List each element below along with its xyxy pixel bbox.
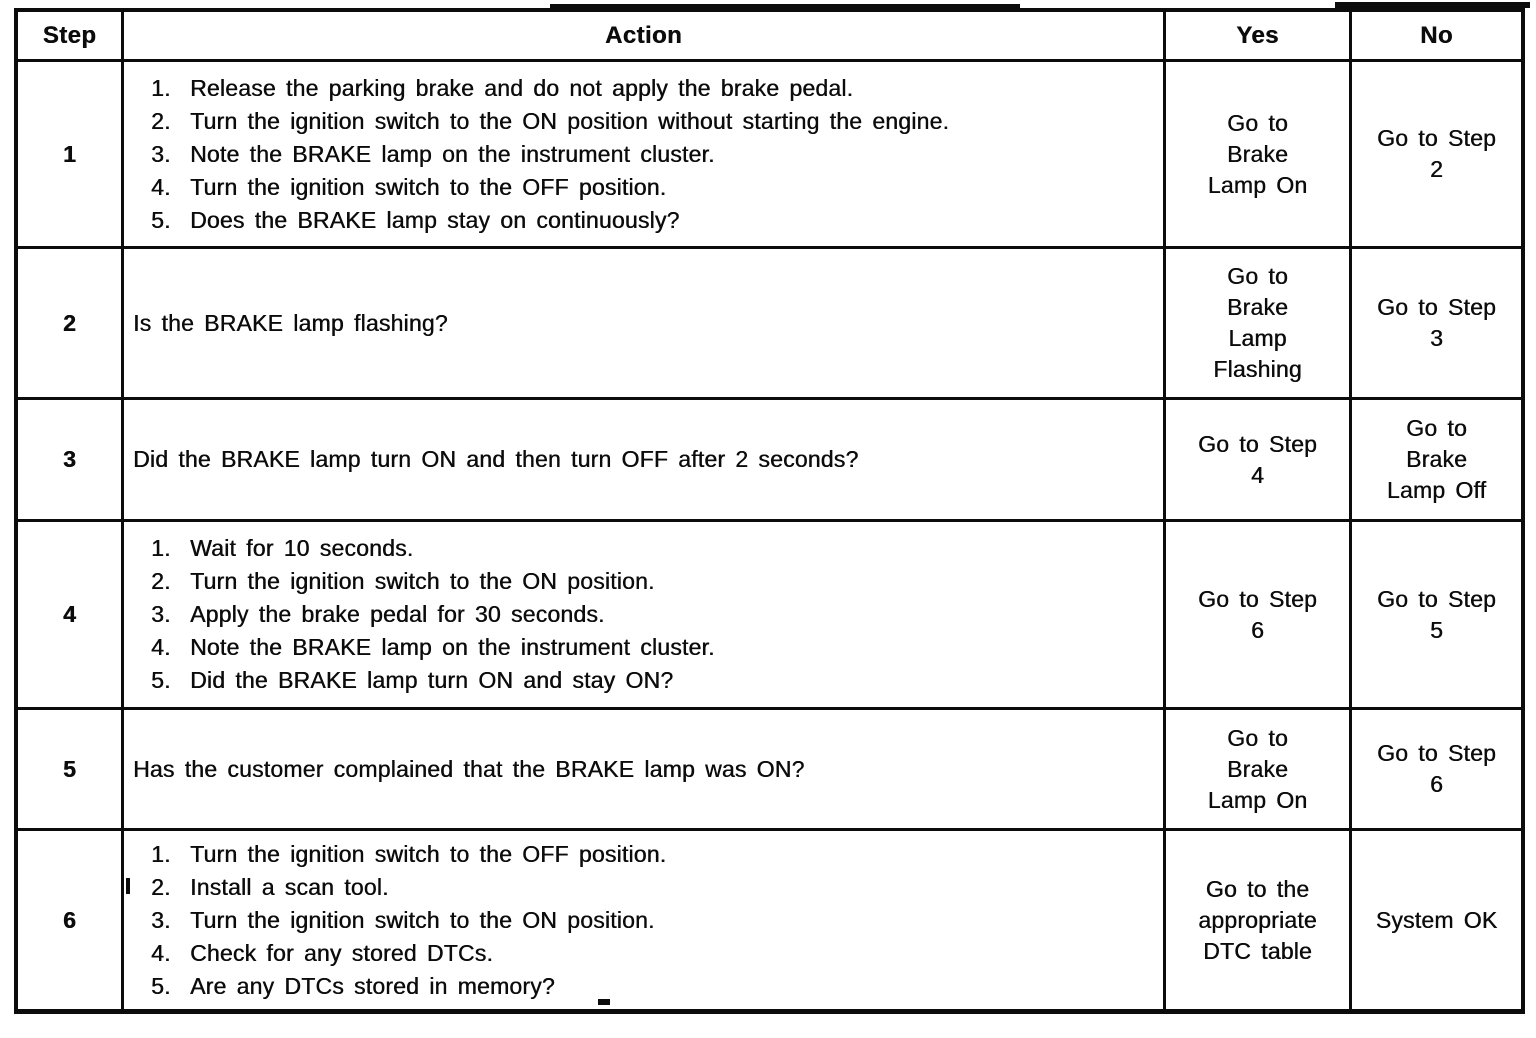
item-number: 4. <box>151 173 171 200</box>
item-number: 2. <box>151 568 171 594</box>
action-cell: Has the customer complained that the BRA… <box>124 710 1166 831</box>
item-number: 3. <box>151 601 171 627</box>
item-number: 1. <box>151 535 171 561</box>
item-text: Release the parking brake and do not app… <box>190 74 854 101</box>
item-text: Does the BRAKE lamp stay on continuously… <box>190 206 680 233</box>
item-text: Turn the ignition switch to the ON posit… <box>190 107 950 134</box>
item-text: Are any DTCs stored in memory? <box>190 972 555 999</box>
yes-cell: Go to Brake Lamp Flashing <box>1166 249 1352 400</box>
item-text: Turn the ignition switch to the OFF posi… <box>190 840 667 867</box>
item-number: 1. <box>151 74 171 101</box>
column-header-action: Action <box>124 12 1166 62</box>
item-number: 2. <box>151 873 171 900</box>
action-cell: Is the BRAKE lamp flashing? <box>124 249 1166 400</box>
scan-artifact <box>550 4 1020 10</box>
action-item: 1. Turn the ignition switch to the OFF po… <box>124 838 1155 871</box>
item-number: 4. <box>151 939 171 966</box>
step-number: 4 <box>18 522 124 710</box>
step-number: 5 <box>18 710 124 831</box>
yes-cell: Go to Step 4 <box>1166 400 1352 522</box>
action-item: 3. Note the BRAKE lamp on the instrument … <box>124 138 1155 171</box>
item-number: 5. <box>151 972 171 999</box>
no-cell: Go to Step 5 <box>1352 522 1521 710</box>
action-cell: Did the BRAKE lamp turn ON and then turn… <box>124 400 1166 522</box>
action-item: 4. Note the BRAKE lamp on the instrument … <box>124 631 1155 664</box>
column-header-step: Step <box>18 12 124 62</box>
item-number: 4. <box>151 634 171 660</box>
action-cell: 1. Turn the ignition switch to the OFF po… <box>124 831 1166 1009</box>
item-number: 5. <box>151 206 171 233</box>
item-number: 1. <box>151 840 171 867</box>
step-number: 2 <box>18 249 124 400</box>
yes-cell: Go to Brake Lamp On <box>1166 62 1352 249</box>
item-text: Apply the brake pedal for 30 seconds. <box>190 601 605 627</box>
scan-artifact <box>126 878 130 894</box>
action-item: 2. Turn the ignition switch to the ON pos… <box>124 105 1155 138</box>
item-number: 2. <box>151 107 171 134</box>
item-text: Turn the ignition switch to the OFF posi… <box>190 173 667 200</box>
action-cell: 1. Release the parking brake and do not a… <box>124 62 1166 249</box>
action-item: 5. Did the BRAKE lamp turn ON and stay ON… <box>124 664 1155 697</box>
action-item: 2. Install a scan tool. <box>124 871 1155 904</box>
action-item: 2. Turn the ignition switch to the ON pos… <box>124 565 1155 598</box>
item-number: 3. <box>151 140 171 167</box>
action-item: 4. Check for any stored DTCs. <box>124 937 1155 970</box>
item-text: Note the BRAKE lamp on the instrument cl… <box>190 140 715 167</box>
item-text: Install a scan tool. <box>190 873 389 900</box>
item-number: 3. <box>151 906 171 933</box>
no-cell: Go to Step 3 <box>1352 249 1521 400</box>
yes-cell: Go to Brake Lamp On <box>1166 710 1352 831</box>
item-text: Did the BRAKE lamp turn ON and stay ON? <box>190 667 674 693</box>
action-item: 3. Apply the brake pedal for 30 seconds. <box>124 598 1155 631</box>
scan-artifact <box>598 999 610 1005</box>
yes-cell: Go to Step 6 <box>1166 522 1352 710</box>
column-header-yes: Yes <box>1166 12 1352 62</box>
scan-artifact <box>1335 2 1530 8</box>
no-cell: Go to Step 2 <box>1352 62 1521 249</box>
column-header-no: No <box>1352 12 1521 62</box>
action-item: 5. Are any DTCs stored in memory? <box>124 970 1155 1003</box>
action-item: 1. Release the parking brake and do not a… <box>124 72 1155 105</box>
action-question: Is the BRAKE lamp flashing? <box>133 309 448 336</box>
item-text: Turn the ignition switch to the ON posit… <box>190 906 655 933</box>
action-item: 4. Turn the ignition switch to the OFF po… <box>124 171 1155 204</box>
action-item: 5. Does the BRAKE lamp stay on continuous… <box>124 204 1155 237</box>
action-question: Did the BRAKE lamp turn ON and then turn… <box>133 446 859 472</box>
step-number: 1 <box>18 62 124 249</box>
item-text: Note the BRAKE lamp on the instrument cl… <box>190 634 715 660</box>
action-item: 1. Wait for 10 seconds. <box>124 532 1155 565</box>
item-text: Turn the ignition switch to the ON posit… <box>190 568 655 594</box>
action-item: 3. Turn the ignition switch to the ON pos… <box>124 904 1155 937</box>
item-number: 5. <box>151 667 171 693</box>
no-cell: Go to Step 6 <box>1352 710 1521 831</box>
step-number: 6 <box>18 831 124 1009</box>
item-text: Wait for 10 seconds. <box>190 535 414 561</box>
no-cell: System OK <box>1352 831 1521 1009</box>
action-question: Has the customer complained that the BRA… <box>133 755 805 782</box>
no-cell: Go to Brake Lamp Off <box>1352 400 1521 522</box>
action-cell: 1. Wait for 10 seconds. 2. Turn the igniti… <box>124 522 1166 710</box>
step-number: 3 <box>18 400 124 522</box>
item-text: Check for any stored DTCs. <box>190 939 493 966</box>
diagnostic-table: Step Action Yes No 1 1. Release the parki… <box>14 8 1525 1014</box>
yes-cell: Go to the appropriate DTC table <box>1166 831 1352 1009</box>
